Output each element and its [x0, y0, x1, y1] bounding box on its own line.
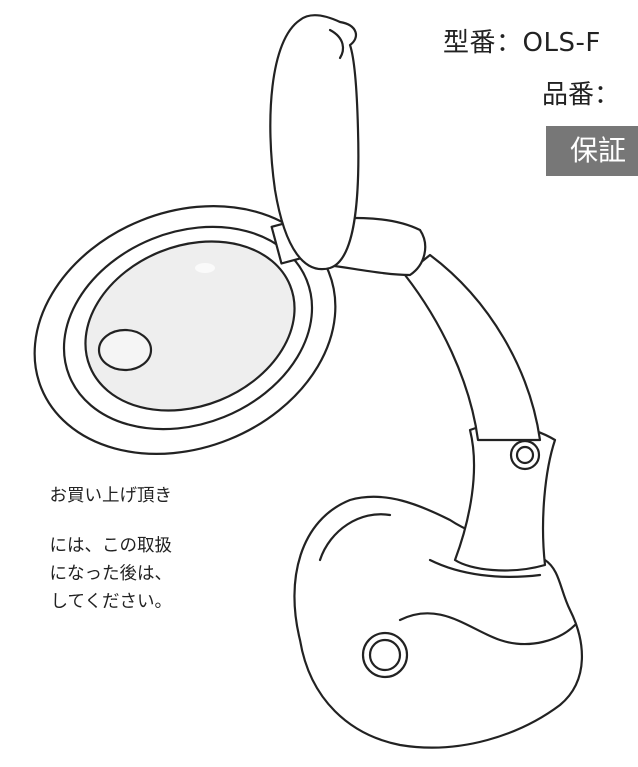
warranty-badge: 保証 — [546, 126, 638, 176]
intro-line-2: には、この取扱 — [49, 536, 173, 556]
intro-line-4: してください。 — [50, 592, 172, 612]
lamp-stand — [453, 423, 557, 572]
intro-line-1: お買い上げ頂き — [49, 486, 173, 506]
lens-cover — [269, 14, 360, 271]
part-number: 品番： — [542, 80, 621, 110]
intro-line-3: になった後は、 — [49, 564, 173, 584]
lamp-arm — [403, 253, 542, 442]
intro-text: お買い上げ頂き には、この取扱 になった後は、 してください。 — [0, 482, 330, 616]
model-number: 型番：OLS-F — [443, 28, 601, 58]
